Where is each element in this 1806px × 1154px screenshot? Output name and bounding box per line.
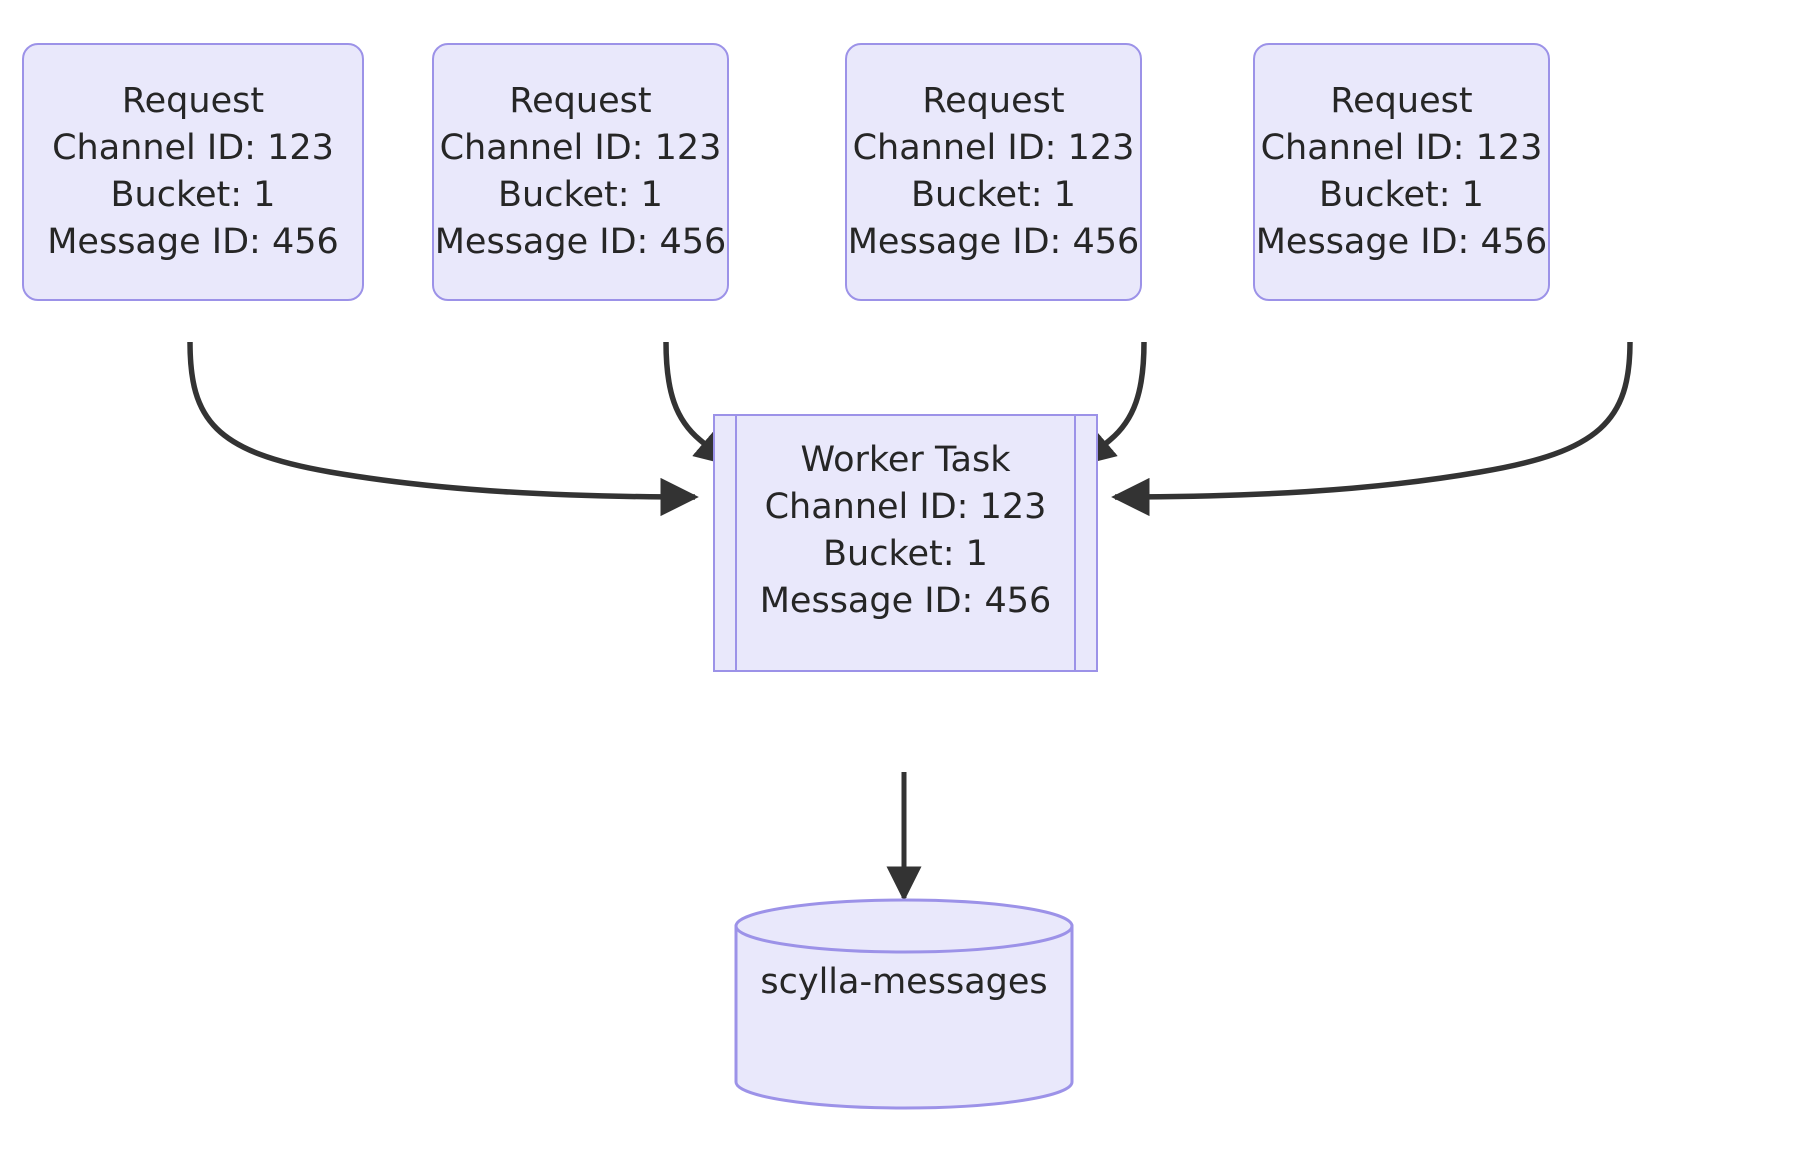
request-3-channel: Channel ID: 123: [852, 128, 1135, 168]
worker-task-title: Worker Task: [800, 440, 1011, 480]
subroutine-right-bar: [1074, 414, 1076, 672]
worker-task-bucket: Bucket: 1: [823, 534, 988, 574]
node-database-scylla-messages[interactable]: scylla-messages: [733, 898, 1075, 1110]
worker-task-channel: Channel ID: 123: [764, 487, 1047, 527]
database-label: scylla-messages: [760, 962, 1048, 1002]
node-request-2[interactable]: Request Channel ID: 123 Bucket: 1 Messag…: [432, 43, 729, 301]
edge-request-4-to-worker: [1111, 341, 1633, 517]
worker-task-message: Message ID: 456: [759, 581, 1052, 621]
request-1-channel: Channel ID: 123: [52, 128, 334, 168]
subroutine-left-bar: [735, 414, 737, 672]
request-3-message: Message ID: 456: [847, 222, 1140, 262]
request-1-message: Message ID: 456: [47, 222, 339, 262]
request-1-bucket: Bucket: 1: [110, 175, 276, 215]
request-4-title: Request: [1330, 81, 1473, 121]
request-4-message: Message ID: 456: [1255, 222, 1548, 262]
request-4-channel: Channel ID: 123: [1260, 128, 1543, 168]
request-2-title: Request: [509, 81, 652, 121]
worker-task-text: Worker Task Channel ID: 123 Bucket: 1 Me…: [715, 437, 1096, 625]
request-3-title: Request: [922, 81, 1065, 121]
cylinder-shape: [734, 898, 1074, 1110]
node-request-3[interactable]: Request Channel ID: 123 Bucket: 1 Messag…: [845, 43, 1142, 301]
request-4-bucket: Bucket: 1: [1319, 175, 1484, 215]
node-request-1[interactable]: Request Channel ID: 123 Bucket: 1 Messag…: [22, 43, 364, 301]
node-request-4[interactable]: Request Channel ID: 123 Bucket: 1 Messag…: [1253, 43, 1550, 301]
request-3-bucket: Bucket: 1: [911, 175, 1076, 215]
request-1-title: Request: [121, 81, 265, 121]
request-2-message: Message ID: 456: [434, 222, 727, 262]
request-2-channel: Channel ID: 123: [439, 128, 722, 168]
node-worker-task[interactable]: Worker Task Channel ID: 123 Bucket: 1 Me…: [713, 414, 1098, 672]
request-2-bucket: Bucket: 1: [498, 175, 663, 215]
edge-request-1-to-worker: [187, 341, 699, 517]
